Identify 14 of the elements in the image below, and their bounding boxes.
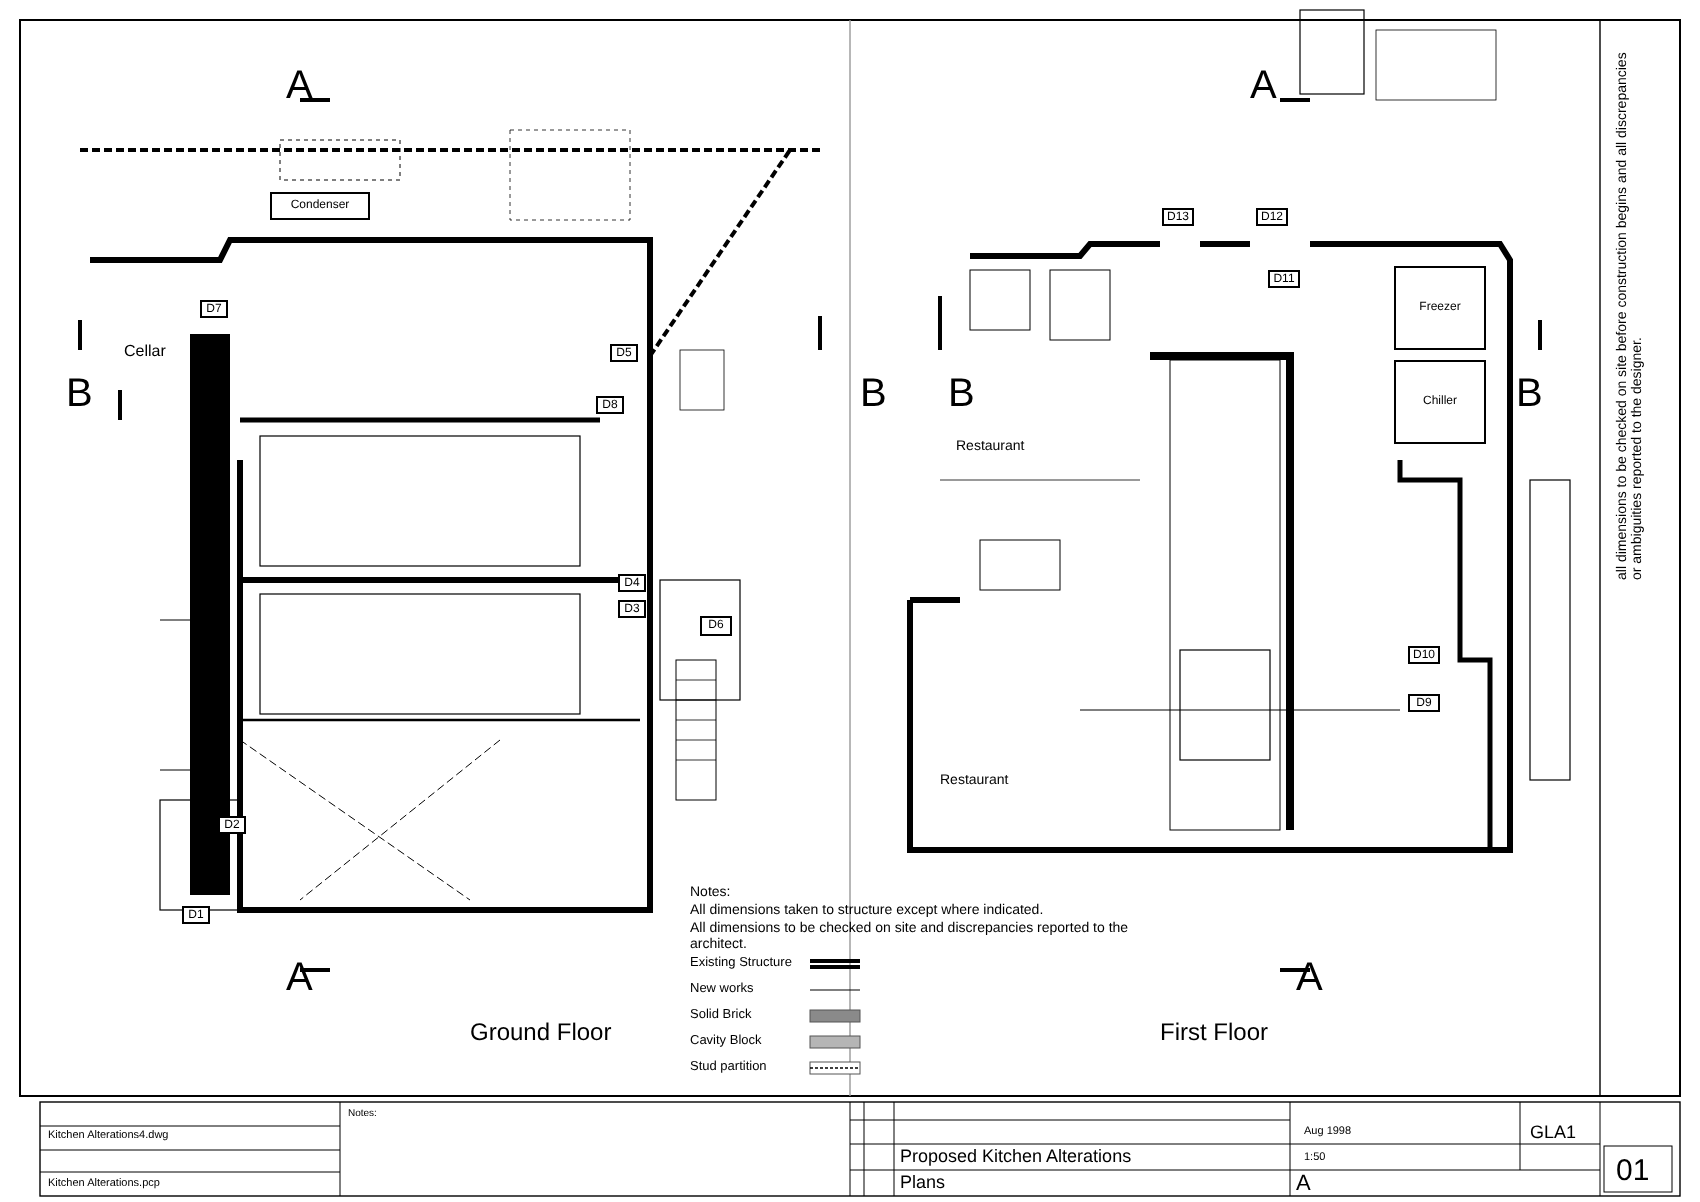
project-title: Proposed Kitchen Alterations — [900, 1148, 1132, 1168]
drawing-reference: GLA1 — [1530, 1124, 1577, 1144]
section-letter: A — [286, 64, 313, 108]
section-letter: A — [1250, 64, 1277, 108]
section-letter: B — [1516, 372, 1543, 416]
drawing-title: First Floor — [1160, 1020, 1268, 1047]
drawing-title: Ground Floor — [470, 1020, 612, 1047]
revision-letter: A — [1296, 1172, 1311, 1197]
room-label: Cellar — [124, 344, 166, 362]
drawing-number: 01 — [1616, 1156, 1650, 1189]
sheet-title: Plans — [900, 1174, 946, 1194]
section-letter: B — [860, 372, 887, 416]
section-letter: B — [66, 372, 93, 416]
section-letter: B — [948, 372, 975, 416]
